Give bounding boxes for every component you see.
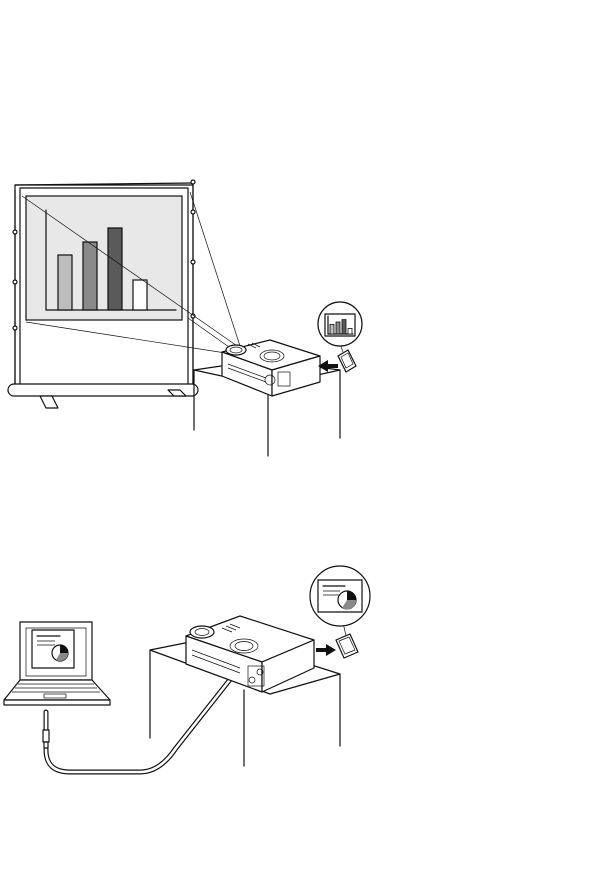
scene-card-to-projector: [8, 180, 362, 456]
pie-chart-thumbnail-icon: [310, 566, 370, 636]
thumbnail-bar-3: [342, 320, 346, 334]
projected-bar-2: [83, 242, 97, 310]
thumbnail-bar-1: [330, 324, 334, 334]
memory-card-icon: [338, 350, 356, 372]
projected-bar-4: [133, 280, 147, 310]
projected-bar-1: [58, 255, 72, 310]
laptop-icon: [4, 622, 110, 705]
memory-card-icon: [336, 634, 358, 658]
scene-computer-to-projector: [4, 566, 370, 772]
projection-screen-icon: [8, 180, 198, 408]
projected-bar-3: [108, 228, 122, 310]
bar-chart-thumbnail-icon: [318, 302, 362, 352]
projector-icon: [222, 340, 320, 396]
projected-image-area: [26, 196, 182, 320]
eject-arrow-icon: [316, 644, 336, 656]
thumbnail-bar-4: [348, 328, 352, 334]
thumbnail-bar-2: [336, 322, 340, 334]
